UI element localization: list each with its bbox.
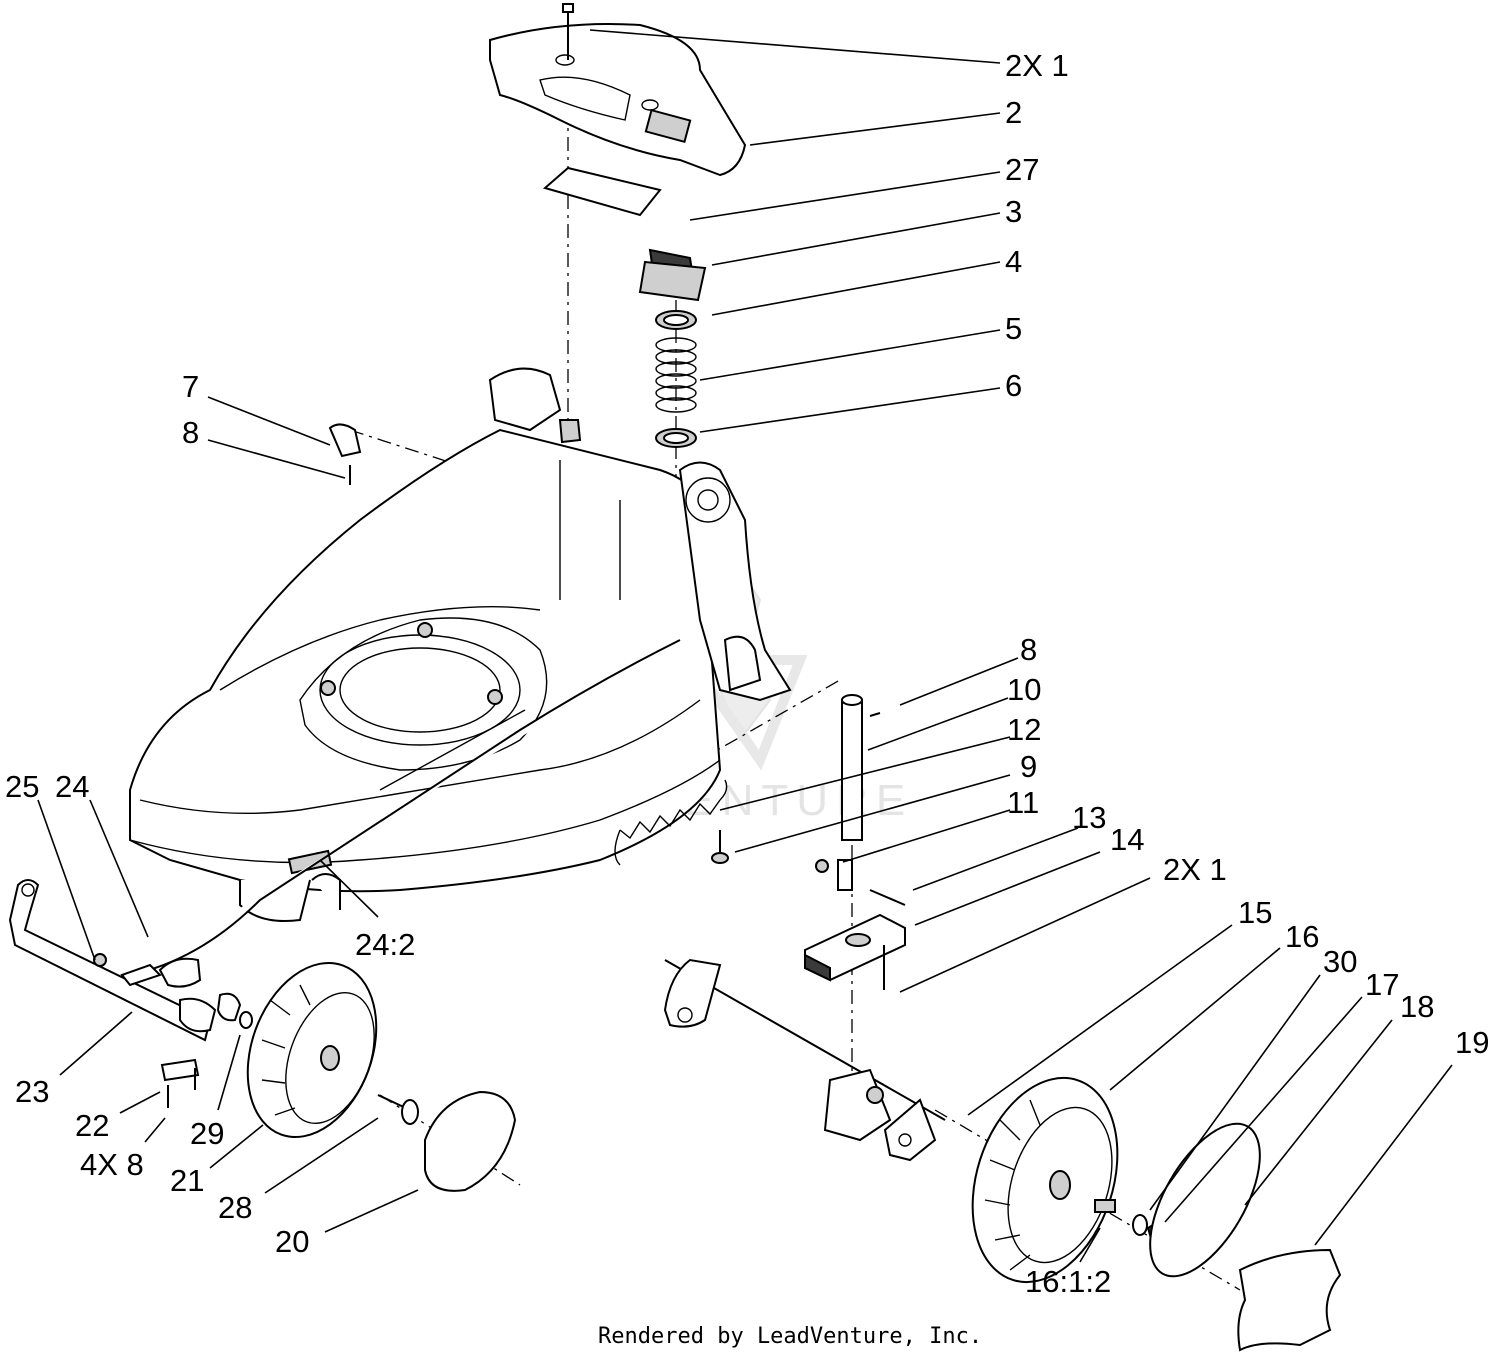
screw-part-9 [711, 830, 729, 864]
height-block-part-14 [804, 913, 906, 982]
hubcap-part-19 [1149, 1122, 1261, 1278]
callout-label: 22 [75, 1108, 109, 1143]
callout-label: 14 [1110, 822, 1144, 857]
spacer-part-30 [1094, 1199, 1116, 1213]
handle-cover-part [489, 23, 747, 177]
rear-wheel-housing [488, 367, 792, 702]
extension-spring-part [614, 779, 728, 866]
clamp-part-11 [815, 859, 853, 891]
callout-label: 28 [218, 1190, 252, 1225]
rear-axle-part [663, 958, 946, 1162]
nut-insert-part [558, 419, 582, 444]
bracket-part [158, 957, 202, 988]
leader-lines [37, 29, 1453, 1263]
callout-label: 24:2 [355, 927, 415, 962]
front-axle-part-23 [8, 879, 212, 1042]
callout-label: 2X 1 [1005, 48, 1069, 83]
callout-label: 29 [190, 1116, 224, 1151]
callout-labels: 2X 1 2 27 3 4 5 6 7 8 8 10 12 9 11 13 14… [5, 48, 1489, 1299]
cover-screw-part [562, 3, 574, 60]
callout-label: 7 [182, 369, 199, 404]
callout-label: 16 [1285, 919, 1319, 954]
callout-label: 19 [1455, 1025, 1489, 1060]
callout-label: 27 [1005, 152, 1039, 187]
callout-label: 15 [1238, 895, 1272, 930]
bushing-part [655, 428, 697, 448]
rear-wheel-part [971, 1076, 1119, 1284]
callout-label: 8 [182, 415, 199, 450]
callout-label: 18 [1400, 989, 1434, 1024]
link-part-24 [120, 963, 162, 987]
axle-bolt-part-28 [377, 1094, 419, 1125]
callout-label: 4 [1005, 244, 1022, 279]
callout-label: 20 [275, 1224, 309, 1259]
callout-label: 21 [170, 1163, 204, 1198]
washer-part-29 [239, 1011, 253, 1029]
callout-label: 5 [1005, 311, 1022, 346]
pivot-part [179, 997, 217, 1033]
washer-part-17 [1132, 1214, 1148, 1236]
callout-label: 10 [1007, 672, 1041, 707]
callout-label: 25 [5, 769, 39, 804]
callout-label: 4X 8 [80, 1147, 144, 1182]
nut-part-25 [93, 953, 107, 967]
callout-label: 3 [1005, 194, 1022, 229]
bolt-part-13 [869, 889, 906, 906]
callout-label: 13 [1072, 800, 1106, 835]
callout-label: 9 [1020, 749, 1037, 784]
callout-label: 23 [15, 1074, 49, 1109]
callout-label: 6 [1005, 368, 1022, 403]
callout-label: 11 [1007, 785, 1039, 820]
screw-part-8-right [869, 712, 881, 717]
gasket-plate-part [542, 166, 662, 217]
spring-part [655, 337, 697, 413]
mower-deck-housing [129, 428, 722, 922]
callout-label: 17 [1365, 967, 1399, 1002]
bracket-tab [216, 992, 242, 1022]
footer-credit: Rendered by LeadVenture, Inc. [598, 1324, 982, 1349]
callout-label: 24 [55, 769, 89, 804]
hubcap-part-20 [424, 1090, 517, 1192]
callout-label: 16:1:2 [1025, 1264, 1111, 1299]
callout-label: 2 [1005, 95, 1022, 130]
bracket-part-7 [328, 423, 362, 458]
callout-label: 30 [1323, 944, 1357, 979]
front-wheel-part [246, 961, 378, 1139]
callout-label: 8 [1020, 632, 1037, 667]
handle-tube-part [841, 694, 863, 841]
callout-label: 12 [1007, 712, 1041, 747]
callout-label: 2X 1 [1163, 852, 1227, 887]
hand-pointer-graphic [1237, 1248, 1342, 1352]
switch-cap-part [638, 248, 707, 302]
clamp-part-22 [160, 1058, 200, 1082]
